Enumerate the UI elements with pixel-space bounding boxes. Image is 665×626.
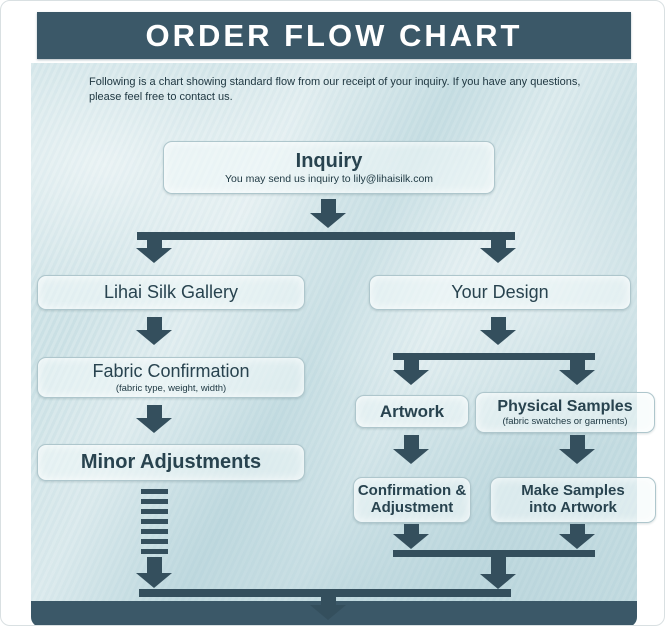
- node-confirmation-adjustment: Confirmation & Adjustment: [353, 477, 471, 523]
- node-make-samples-line2: into Artwork: [529, 499, 617, 516]
- arrow-head: [310, 605, 346, 620]
- arrow-down: [310, 597, 346, 620]
- arrow-shaft: [146, 405, 162, 418]
- arrow-shaft: [569, 360, 585, 370]
- arrow-shaft: [569, 435, 585, 449]
- arrow-down: [480, 317, 516, 345]
- branch-line-top: [137, 232, 515, 240]
- merge-line-bottom: [139, 589, 511, 597]
- arrow-down: [136, 557, 172, 588]
- arrow-down: [393, 360, 429, 385]
- node-fabric-confirmation-title: Fabric Confirmation: [92, 361, 250, 382]
- node-confirmation-adjustment-line2: Adjustment: [370, 499, 454, 516]
- arrow-down: [480, 240, 516, 263]
- intro-text: Following is a chart showing standard fl…: [89, 75, 589, 105]
- node-inquiry-title: Inquiry: [295, 149, 363, 172]
- arrow-shaft: [490, 557, 506, 574]
- arrow-down: [136, 240, 172, 263]
- arrow-shaft: [569, 524, 585, 534]
- arrow-head: [559, 449, 595, 464]
- node-artwork-title: Artwork: [379, 401, 445, 421]
- node-lihai-silk-gallery-title: Lihai Silk Gallery: [103, 282, 239, 303]
- arrow-shaft: [146, 240, 162, 248]
- arrow-down: [559, 435, 595, 464]
- arrow-down: [136, 317, 172, 345]
- node-your-design: Your Design: [369, 275, 631, 310]
- node-make-samples-into-artwork: Make Samples into Artwork: [490, 477, 656, 523]
- node-physical-samples: Physical Samples (fabric swatches or gar…: [475, 392, 655, 433]
- arrow-shaft: [320, 597, 336, 605]
- node-your-design-title: Your Design: [451, 282, 549, 303]
- node-lihai-silk-gallery: Lihai Silk Gallery: [37, 275, 305, 310]
- arrow-head: [136, 418, 172, 433]
- arrow-shaft: [403, 435, 419, 449]
- node-inquiry: Inquiry You may send us inquiry to lily@…: [163, 141, 495, 194]
- node-physical-samples-title: Physical Samples: [497, 397, 633, 415]
- arrow-head: [136, 330, 172, 345]
- arrow-down: [559, 524, 595, 549]
- arrow-down: [480, 557, 516, 589]
- node-confirmation-adjustment-line1: Confirmation &: [357, 482, 467, 500]
- arrow-head: [480, 330, 516, 345]
- arrow-down: [559, 360, 595, 385]
- node-fabric-confirmation: Fabric Confirmation (fabric type, weight…: [37, 357, 305, 398]
- merge-line-right: [393, 550, 595, 557]
- arrow-head: [310, 213, 346, 228]
- arrow-head: [480, 574, 516, 589]
- arrow-head: [136, 248, 172, 263]
- node-minor-adjustments-title: Minor Adjustments: [80, 451, 262, 474]
- arrow-head: [393, 370, 429, 385]
- node-fabric-confirmation-subtitle: (fabric type, weight, width): [115, 382, 227, 394]
- header-bar: ORDER FLOW CHART: [37, 12, 631, 59]
- arrow-head: [559, 534, 595, 549]
- arrow-head: [480, 248, 516, 263]
- dashed-connector: [141, 489, 168, 555]
- arrow-shaft: [490, 317, 506, 330]
- arrow-shaft: [403, 524, 419, 534]
- arrow-shaft: [146, 557, 162, 573]
- node-artwork: Artwork: [355, 395, 469, 428]
- arrow-head: [393, 449, 429, 464]
- arrow-down: [310, 199, 346, 228]
- intro-line-2: please feel free to contact us.: [89, 91, 233, 103]
- arrow-shaft: [146, 317, 162, 330]
- arrow-shaft: [320, 199, 336, 213]
- intro-line-1: Following is a chart showing standard fl…: [89, 76, 581, 88]
- arrow-head: [559, 370, 595, 385]
- node-minor-adjustments: Minor Adjustments: [37, 444, 305, 481]
- branch-line-right: [393, 353, 595, 360]
- page-title: ORDER FLOW CHART: [145, 17, 523, 53]
- arrow-head: [136, 573, 172, 588]
- arrow-down: [393, 524, 429, 549]
- arrow-down: [393, 435, 429, 464]
- node-make-samples-line1: Make Samples: [521, 482, 625, 500]
- arrow-shaft: [490, 240, 506, 248]
- arrow-shaft: [403, 360, 419, 370]
- arrow-down: [136, 405, 172, 433]
- node-inquiry-subtitle: You may send us inquiry to lily@lihaisil…: [224, 173, 434, 186]
- node-physical-samples-subtitle: (fabric swatches or garments): [502, 416, 628, 428]
- arrow-head: [393, 534, 429, 549]
